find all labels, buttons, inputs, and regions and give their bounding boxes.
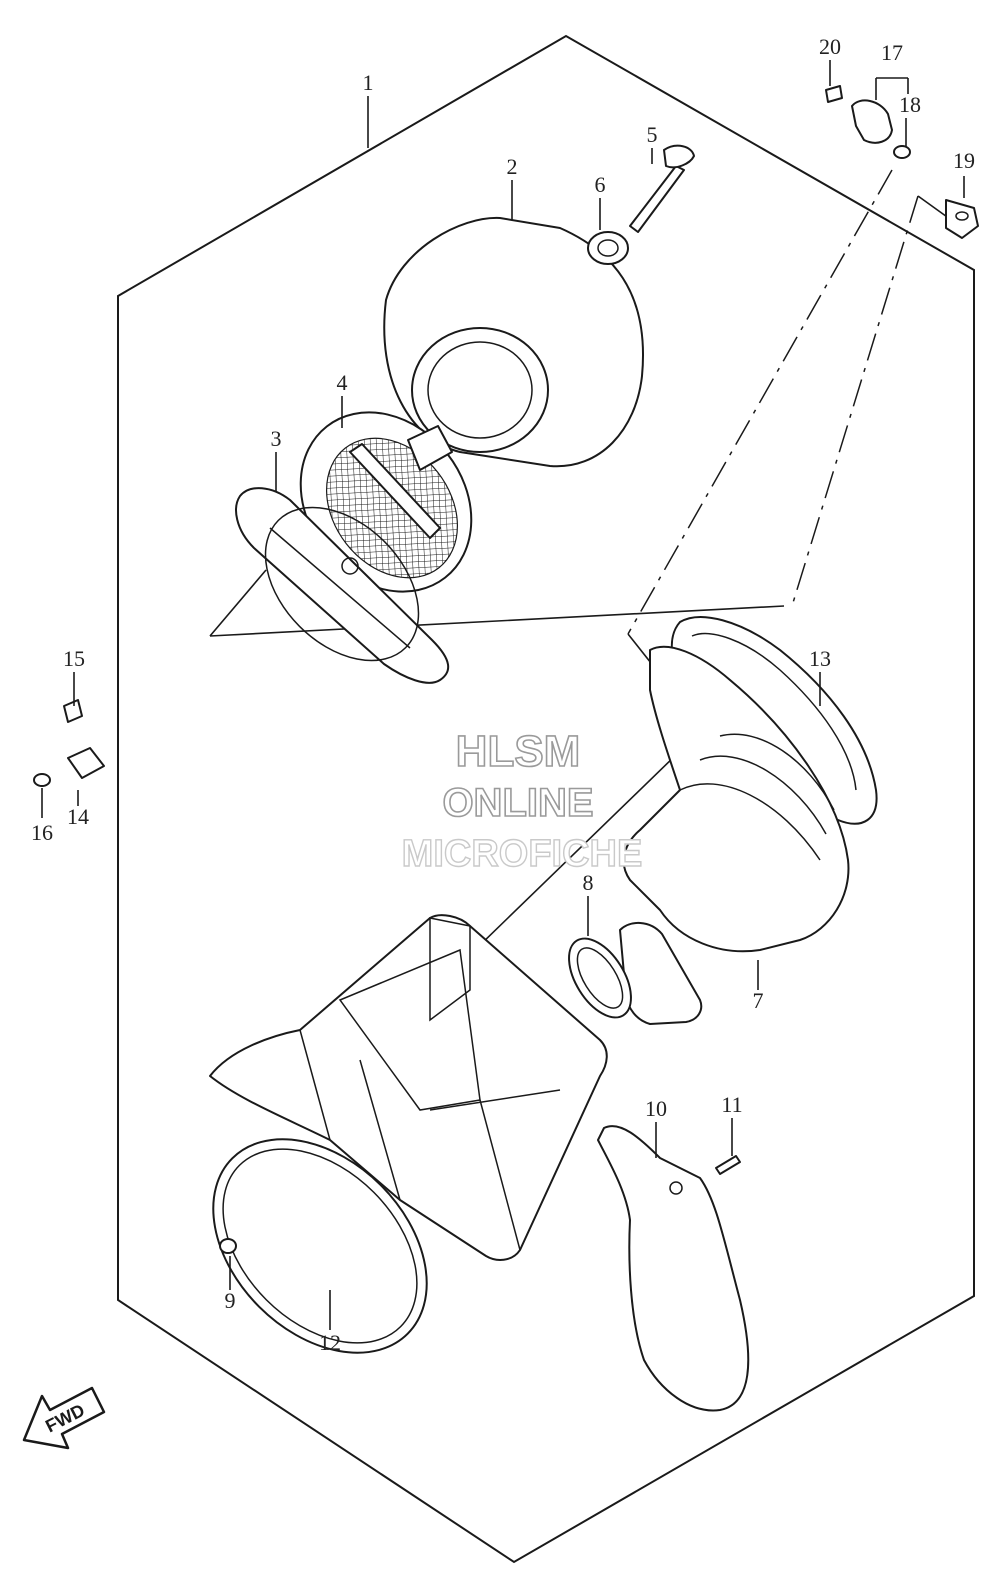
callout-18: 18 [899, 92, 921, 117]
callout-3: 3 [271, 426, 282, 451]
leader-lines [41, 60, 965, 1330]
watermark-line-3: MICROFICHE [402, 833, 643, 875]
callout-17: 17 [881, 40, 903, 65]
forward-direction-arrow: FWD [22, 1386, 106, 1450]
long-bolt [629, 144, 695, 233]
bolt-15 [63, 699, 83, 723]
cover-panel [597, 1125, 750, 1412]
callout-7: 7 [753, 988, 764, 1013]
callout-10: 10 [645, 1096, 667, 1121]
callout-19: 19 [953, 148, 975, 173]
callout-1: 1 [363, 70, 374, 95]
intake-duct [619, 645, 850, 1025]
watermark: HLSM ONLINE MICROFICHE [401, 726, 643, 876]
callout-8: 8 [583, 870, 594, 895]
callout-14: 14 [67, 804, 89, 829]
callout-15: 15 [63, 646, 85, 671]
callout-20: 20 [819, 34, 841, 59]
clip-nut-14 [67, 747, 105, 779]
filter-holder [235, 487, 450, 684]
callout-12: 12 [319, 1330, 341, 1355]
sensor-17 [851, 99, 893, 144]
airbox-housing [209, 914, 608, 1261]
callout-13: 13 [809, 646, 831, 671]
nut [219, 1238, 237, 1254]
screw [715, 1155, 741, 1175]
callout-9: 9 [225, 1288, 236, 1313]
bolt-seal [587, 231, 629, 265]
callout-numbers: 1 2 3 4 5 6 7 8 9 10 11 12 13 14 15 16 1… [31, 34, 975, 1355]
callout-2: 2 [507, 154, 518, 179]
plate-19 [945, 199, 979, 239]
assembly-frame [117, 34, 975, 1564]
grommet-16 [33, 773, 51, 787]
filter-cage [299, 411, 473, 593]
callout-16: 16 [31, 820, 53, 845]
housing-gasket [212, 1138, 428, 1354]
watermark-line-1: HLSM [456, 727, 581, 776]
o-ring-18 [893, 145, 911, 159]
hose-clamp [568, 937, 632, 1019]
watermark-line-2: ONLINE [442, 781, 593, 825]
callout-6: 6 [595, 172, 606, 197]
callout-4: 4 [337, 370, 348, 395]
screw-20 [825, 85, 843, 103]
callout-11: 11 [721, 1092, 742, 1117]
callout-5: 5 [647, 122, 658, 147]
air-filter-element [383, 216, 644, 468]
fwd-arrow-shape [22, 1386, 106, 1450]
